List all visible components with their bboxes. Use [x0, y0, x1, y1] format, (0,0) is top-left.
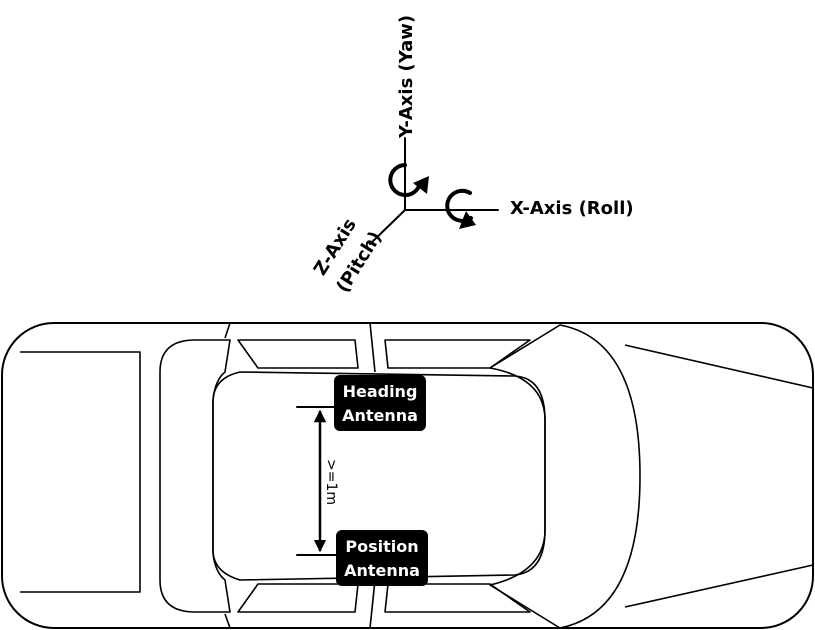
hood-line-bottom [624, 564, 814, 608]
side-window-rear-top [237, 339, 359, 369]
position-antenna-box [336, 530, 428, 586]
position-antenna-label-line1: Position [345, 537, 418, 556]
pillar-b-bottom [369, 579, 376, 629]
car-roof [212, 371, 546, 581]
car-outline [1, 322, 814, 629]
coordinate-axes: Y-Axis (Yaw) X-Axis (Roll) Z-Axis (Pitch… [310, 15, 634, 297]
heading-antenna-label-line2: Antenna [342, 406, 418, 425]
position-antenna-label-line2: Antenna [344, 561, 420, 580]
heading-antenna-label-line1: Heading [343, 382, 418, 401]
car-body [1, 322, 814, 629]
car-trunk [20, 351, 141, 593]
x-axis-label: X-Axis (Roll) [510, 198, 634, 219]
y-axis-label: Y-Axis (Yaw) [396, 15, 417, 139]
z-axis-line [369, 209, 406, 245]
position-antenna: Position Antenna [336, 530, 428, 586]
side-window-front-top [384, 339, 531, 369]
rear-window [159, 339, 231, 613]
yaw-rotation-arrow-icon [388, 163, 429, 197]
side-window-rear-bottom [237, 583, 359, 613]
heading-antenna: Heading Antenna [334, 375, 426, 431]
hood-line-top [624, 344, 814, 389]
antenna-separation-marker: >=1m [296, 406, 339, 556]
heading-antenna-box [334, 375, 426, 431]
distance-label: >=1m [323, 459, 339, 505]
side-window-front-bottom [384, 583, 531, 613]
pillar-b-top [369, 322, 376, 373]
windshield [489, 324, 641, 629]
pillar-rear-bottom [224, 613, 231, 629]
roll-rotation-arrow-icon [445, 188, 476, 229]
pillar-rear-top [224, 322, 231, 339]
